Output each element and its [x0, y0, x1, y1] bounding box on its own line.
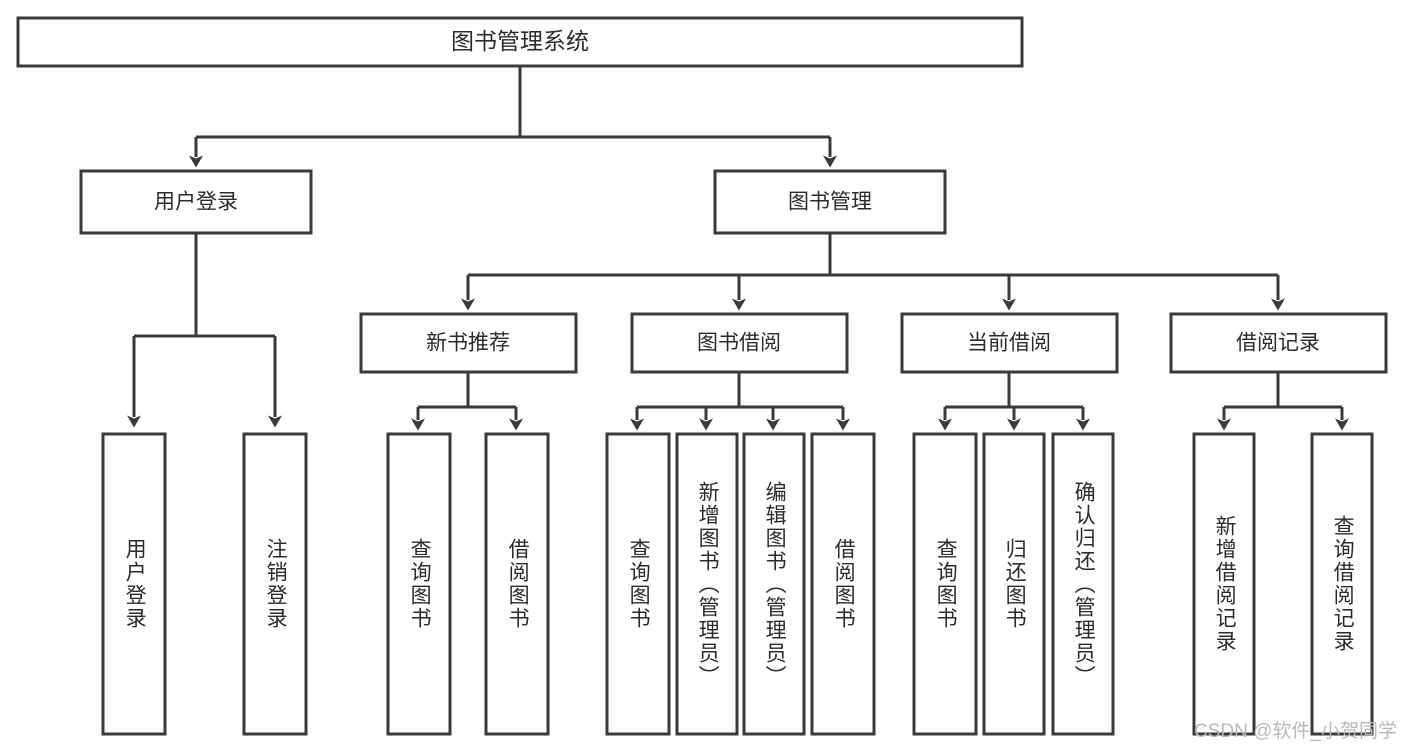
edge-book-borrow-bus: [637, 372, 843, 409]
node-leaf-borrow-book-1[interactable]: 借阅图书: [484, 432, 550, 736]
edge-group-borrow-record-to-leaves: [1217, 372, 1349, 431]
node-leaf-query-book-1-label: 查询图书: [408, 538, 432, 630]
node-new-book-rec[interactable]: 新书推荐: [359, 312, 578, 374]
node-leaf-add-record[interactable]: 新增借阅记录: [1192, 432, 1256, 736]
node-user-login-label: 用户登录: [154, 191, 238, 214]
node-leaf-user-logout-label: 注销登录: [264, 538, 288, 630]
edge-new-book-rec-bus: [418, 372, 516, 409]
node-leaf-edit-book-label: 编辑图书（管理员）: [763, 480, 787, 688]
node-current-borrow-label: 当前借阅: [967, 332, 1051, 355]
edge-group-user-login-to-leaves: [127, 233, 282, 428]
node-leaf-add-book-label: 新增图书（管理员）: [696, 480, 720, 688]
node-new-book-rec-box[interactable]: [359, 312, 578, 374]
node-leaf-query-book-1[interactable]: 查询图书: [386, 432, 452, 736]
node-leaf-query-record-label: 查询借阅记录: [1331, 515, 1355, 653]
node-root-box[interactable]: [16, 16, 1024, 68]
node-book-borrow-box[interactable]: [630, 312, 849, 374]
node-user-login[interactable]: 用户登录: [79, 169, 313, 235]
node-leaf-confirm-return-box[interactable]: [1051, 432, 1115, 736]
edge-current-borrow-bus: [945, 372, 1083, 409]
edge-book-manage-bus: [468, 233, 1278, 277]
node-book-borrow-label: 图书借阅: [697, 332, 781, 355]
node-book-borrow[interactable]: 图书借阅: [630, 312, 849, 374]
node-leaf-query-book-3[interactable]: 查询图书: [912, 432, 978, 736]
node-book-manage-label: 图书管理: [788, 191, 872, 214]
node-borrow-record-label: 借阅记录: [1236, 332, 1320, 355]
node-current-borrow[interactable]: 当前借阅: [900, 312, 1119, 374]
node-current-borrow-box[interactable]: [900, 312, 1119, 374]
edge-borrow-record-bus: [1224, 372, 1342, 409]
node-leaf-query-record-box[interactable]: [1310, 432, 1374, 736]
node-borrow-record[interactable]: 借阅记录: [1169, 312, 1388, 374]
node-leaf-edit-book-box[interactable]: [742, 432, 806, 736]
node-leaf-query-book-2-box[interactable]: [605, 432, 671, 736]
node-leaf-add-book[interactable]: 新增图书（管理员）: [675, 432, 739, 736]
node-leaf-query-book-2[interactable]: 查询图书: [605, 432, 671, 736]
edge-group-current-borrow-to-leaves: [938, 372, 1090, 431]
edge-group-new-book-rec-to-leaves: [411, 372, 523, 431]
node-root[interactable]: 图书管理系统: [16, 16, 1024, 68]
node-leaf-confirm-return[interactable]: 确认归还（管理员）: [1051, 432, 1115, 736]
node-leaf-user-login[interactable]: 用户登录: [101, 432, 167, 736]
node-leaf-user-logout[interactable]: 注销登录: [242, 432, 308, 736]
edge-group-book-borrow-to-leaves: [630, 372, 850, 431]
node-leaf-add-record-label: 新增借阅记录: [1213, 515, 1237, 653]
node-leaf-query-book-2-label: 查询图书: [627, 538, 651, 630]
node-leaf-return-book-box[interactable]: [982, 432, 1046, 736]
node-book-manage[interactable]: 图书管理: [713, 169, 947, 235]
node-leaf-borrow-book-2-label: 借阅图书: [832, 538, 856, 630]
node-leaf-add-book-box[interactable]: [675, 432, 739, 736]
edge-group-root-to-tier2: [189, 66, 837, 168]
node-leaf-query-record[interactable]: 查询借阅记录: [1310, 432, 1374, 736]
node-user-login-box[interactable]: [79, 169, 313, 235]
edge-group-book-manage-to-tier3: [461, 233, 1285, 311]
node-leaf-borrow-book-1-label: 借阅图书: [506, 538, 530, 630]
node-leaf-user-login-box[interactable]: [101, 432, 167, 736]
node-book-manage-box[interactable]: [713, 169, 947, 235]
node-leaf-return-book[interactable]: 归还图书: [982, 432, 1046, 736]
node-leaf-borrow-book-2[interactable]: 借阅图书: [810, 432, 876, 736]
edge-root-bus: [196, 66, 830, 139]
node-borrow-record-box[interactable]: [1169, 312, 1388, 374]
node-leaf-edit-book[interactable]: 编辑图书（管理员）: [742, 432, 806, 736]
edge-user-login-bus: [134, 233, 275, 338]
node-leaf-query-book-1-box[interactable]: [386, 432, 452, 736]
node-new-book-rec-label: 新书推荐: [426, 332, 510, 355]
node-leaf-borrow-book-2-box[interactable]: [810, 432, 876, 736]
node-leaf-confirm-return-label: 确认归还（管理员）: [1072, 480, 1096, 688]
node-leaf-return-book-label: 归还图书: [1003, 538, 1027, 630]
node-leaf-query-book-3-box[interactable]: [912, 432, 978, 736]
node-root-label: 图书管理系统: [451, 28, 589, 54]
node-leaf-add-record-box[interactable]: [1192, 432, 1256, 736]
node-leaf-query-book-3-label: 查询图书: [934, 538, 958, 630]
node-leaf-user-logout-box[interactable]: [242, 432, 308, 736]
node-leaf-borrow-book-1-box[interactable]: [484, 432, 550, 736]
node-leaf-user-login-label: 用户登录: [123, 538, 147, 630]
